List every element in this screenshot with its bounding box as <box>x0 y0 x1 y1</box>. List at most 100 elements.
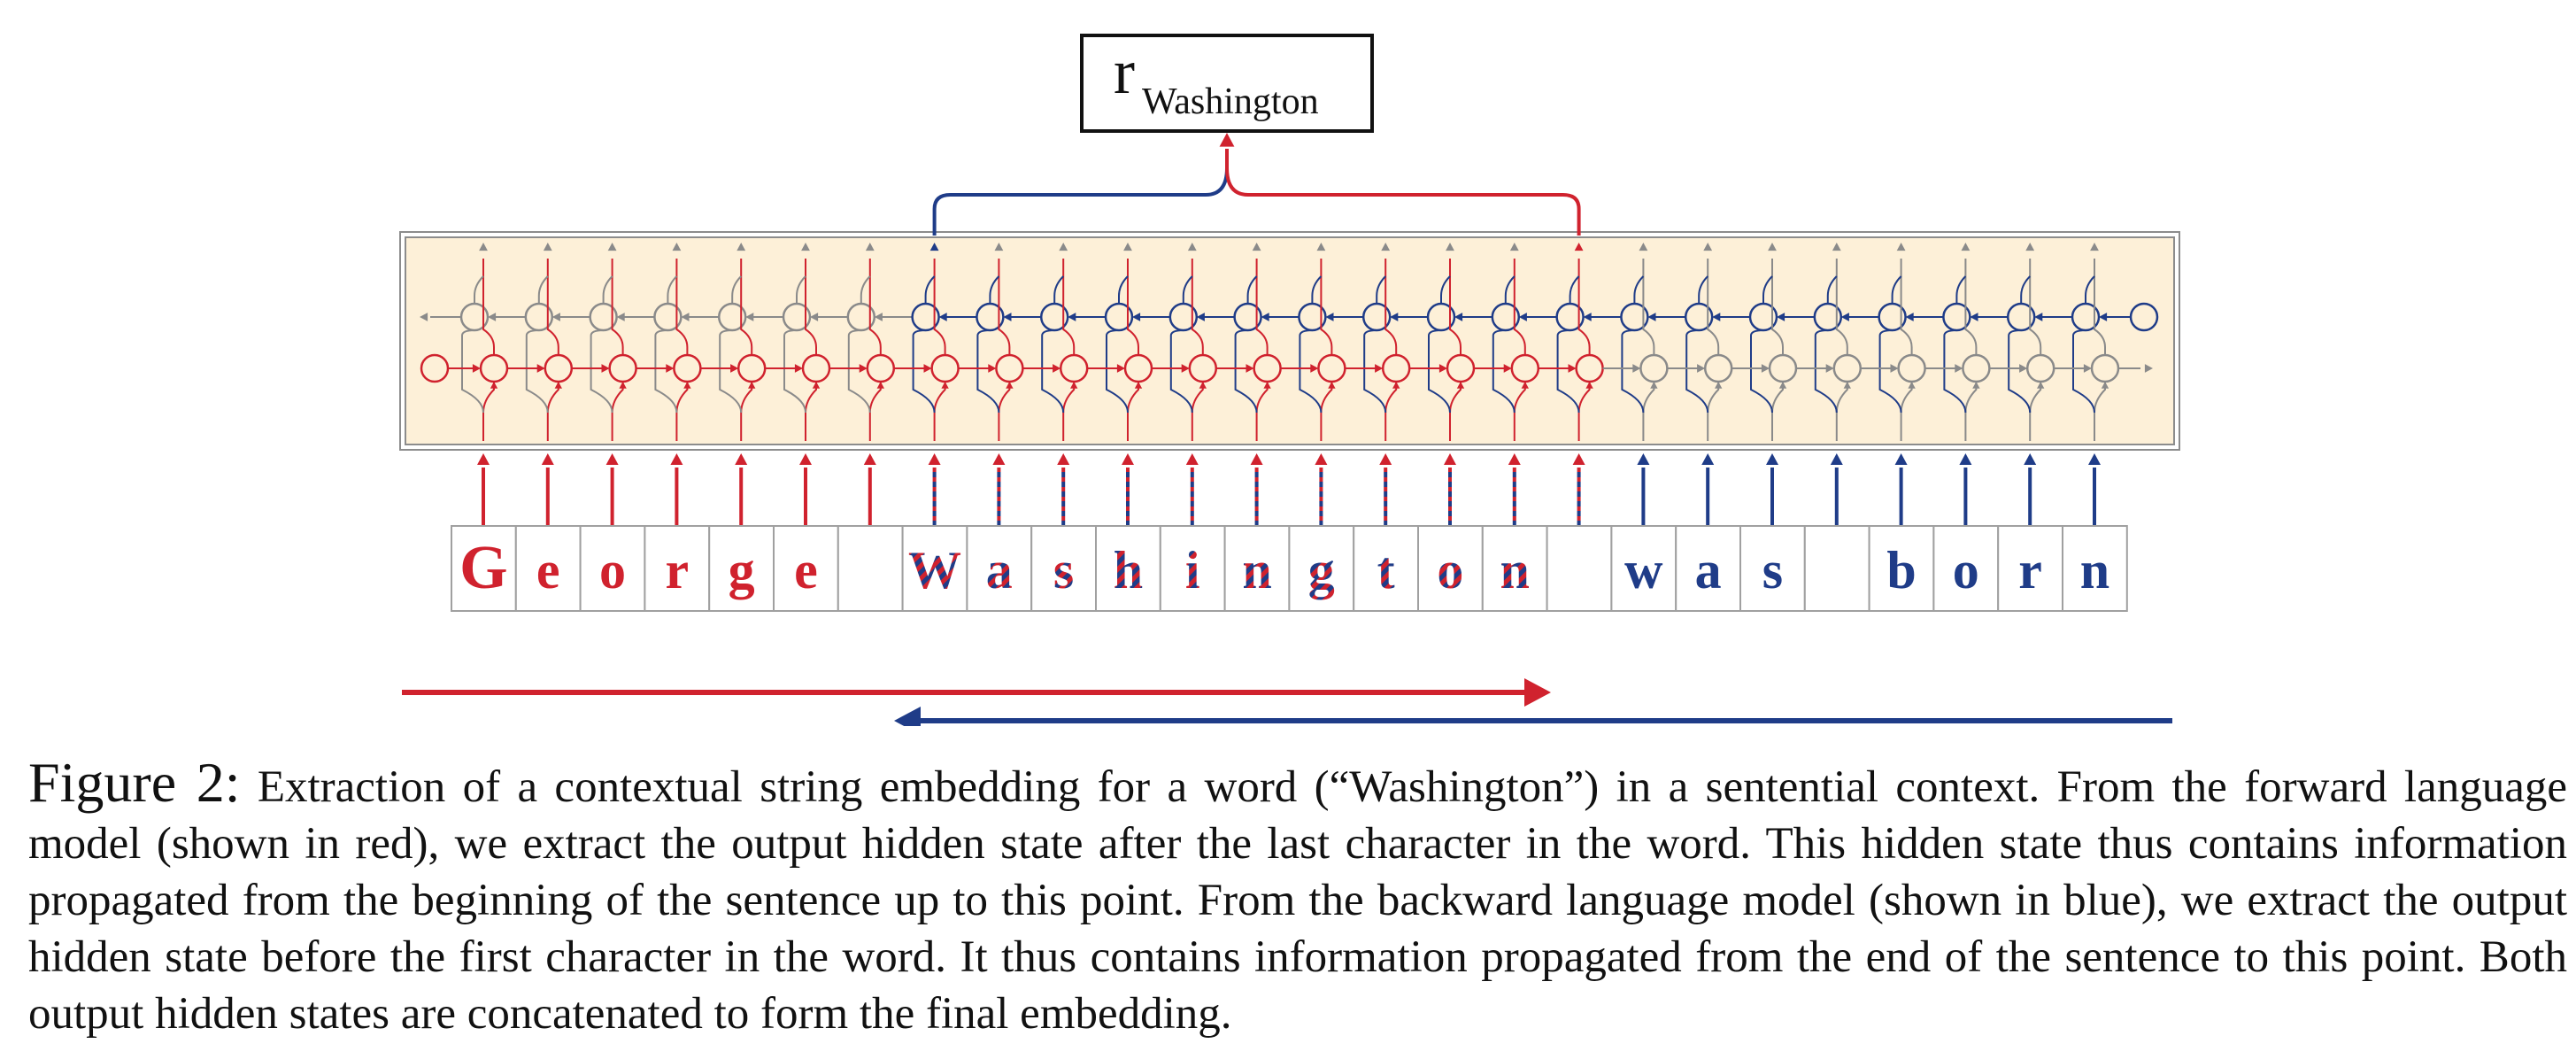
character-box <box>1095 525 1161 612</box>
backward-recurrent-arrowhead <box>1518 313 1527 321</box>
forward-recurrent-arrowhead <box>1697 364 1706 373</box>
backward-input-branch <box>1685 329 1709 414</box>
backward-input-branch <box>2072 329 2095 414</box>
output-arrowhead <box>1896 243 1906 251</box>
backward-recurrent-arrowhead <box>810 313 819 321</box>
output-arrowhead <box>929 243 939 251</box>
figure-caption: Figure 2: Extraction of a contextual str… <box>28 754 2567 1042</box>
output-box-frame <box>1080 34 1374 133</box>
character-box <box>1481 525 1548 612</box>
forward-output-path <box>2094 259 2106 355</box>
input-arrowhead <box>1894 453 1908 465</box>
character-label: s <box>1053 541 1074 599</box>
forward-recurrent-arrowhead <box>1568 364 1577 373</box>
output-subscript: Washington <box>1142 81 1319 122</box>
output-arrowhead <box>1381 243 1391 251</box>
forward-input-arrowhead <box>683 382 691 389</box>
character-box <box>1675 525 1741 612</box>
character-label: t <box>1377 541 1395 599</box>
output-arrowhead <box>672 243 682 251</box>
forward-input-arrowhead <box>1650 382 1658 389</box>
output-arrowhead <box>479 243 488 251</box>
network-layer <box>420 133 2159 526</box>
character-label: n <box>2080 541 2109 599</box>
output-arrowhead <box>1832 243 1841 251</box>
output-arrowhead <box>1509 243 1519 251</box>
character-box <box>1159 525 1226 612</box>
forward-input-arrowhead <box>1263 382 1271 389</box>
forward-recurrent-arrowhead <box>1632 364 1641 373</box>
backward-input-branch <box>1750 329 1773 414</box>
backward-recurrent-arrowhead <box>1777 313 1785 321</box>
forward-input-arrowhead <box>1392 382 1400 389</box>
output-arrowhead <box>1123 243 1132 251</box>
forward-recurrent-arrowhead <box>1310 364 1319 373</box>
backward-recurrent-arrowhead <box>1261 313 1269 321</box>
forward-recurrent-arrowhead <box>1438 364 1447 373</box>
backward-input-branch <box>719 329 743 414</box>
character-label: o <box>599 541 626 599</box>
input-arrowhead <box>1830 453 1843 465</box>
backward-recurrent-arrowhead <box>1325 313 1334 321</box>
backward-output-path <box>989 275 1000 304</box>
backward-output-path <box>1053 275 1064 304</box>
forward-input-arrowhead <box>1908 382 1916 389</box>
backward-input-branch <box>1621 329 1645 414</box>
forward-recurrent-arrowhead <box>923 364 932 373</box>
character-box <box>514 525 582 612</box>
input-arrowhead <box>1637 453 1650 465</box>
forward-arrowhead <box>1524 678 1551 707</box>
forward-recurrent-arrowhead <box>1761 364 1770 373</box>
forward-output-path <box>1771 259 1784 355</box>
forward-recurrent-arrowhead <box>601 364 610 373</box>
character-label: r <box>2018 541 2042 599</box>
input-arrowhead <box>1959 453 1972 465</box>
forward-recurrent-arrowhead <box>1375 364 1384 373</box>
forward-input-arrowhead <box>1521 382 1529 389</box>
caption-text: Extraction of a contextual string embedd… <box>28 762 2568 1039</box>
output-arrowhead <box>1768 243 1777 251</box>
language-model-panel <box>399 231 2180 451</box>
backward-input-branch <box>1106 329 1129 414</box>
forward-recurrent-arrowhead <box>794 364 803 373</box>
backward-input-branch <box>654 329 678 414</box>
backward-input-branch <box>1428 329 1451 414</box>
output-arrowhead <box>1961 243 1971 251</box>
backward-input-branch <box>1041 329 1065 414</box>
character-label: n <box>1242 541 1271 599</box>
backward-output-path <box>2020 275 2031 304</box>
character-label: n <box>1500 541 1530 599</box>
forward-input-arrowhead <box>1006 382 1014 389</box>
forward-input-arrowhead <box>1843 382 1851 389</box>
output-arrowhead <box>543 243 552 251</box>
backward-recurrent-arrowhead <box>1712 313 1721 321</box>
backward-input-branch <box>1299 329 1323 414</box>
character-label: h <box>1114 541 1143 599</box>
backward-output-path <box>1504 275 1516 304</box>
forward-input-arrowhead <box>1070 382 1078 389</box>
forward-recurrent-arrowhead <box>2083 364 2092 373</box>
backward-output-path <box>474 275 484 304</box>
input-arrowhead <box>1508 453 1521 465</box>
character-box <box>2062 525 2128 612</box>
forward-input-arrowhead <box>619 382 627 389</box>
backward-output-path <box>796 275 806 304</box>
input-arrowhead <box>1057 453 1070 465</box>
forward-recurrent-arrowhead <box>472 364 481 373</box>
character-box <box>1288 525 1355 612</box>
character-box <box>837 525 904 612</box>
backward-output-path <box>1118 275 1129 304</box>
character-label: r <box>665 541 689 599</box>
backward-arrowhead <box>894 707 921 726</box>
forward-input-arrowhead <box>748 382 756 389</box>
character-label: a <box>1695 541 1722 599</box>
forward-recurrent-arrowhead <box>1181 364 1190 373</box>
forward-input-arrowhead <box>1778 382 1787 389</box>
character-label: o <box>1953 541 1979 599</box>
forward-input-arrowhead <box>1972 382 1980 389</box>
backward-input-branch <box>590 329 613 414</box>
output-arrowhead <box>865 243 875 251</box>
input-arrowhead <box>928 453 941 465</box>
input-arrowhead <box>1250 453 1263 465</box>
